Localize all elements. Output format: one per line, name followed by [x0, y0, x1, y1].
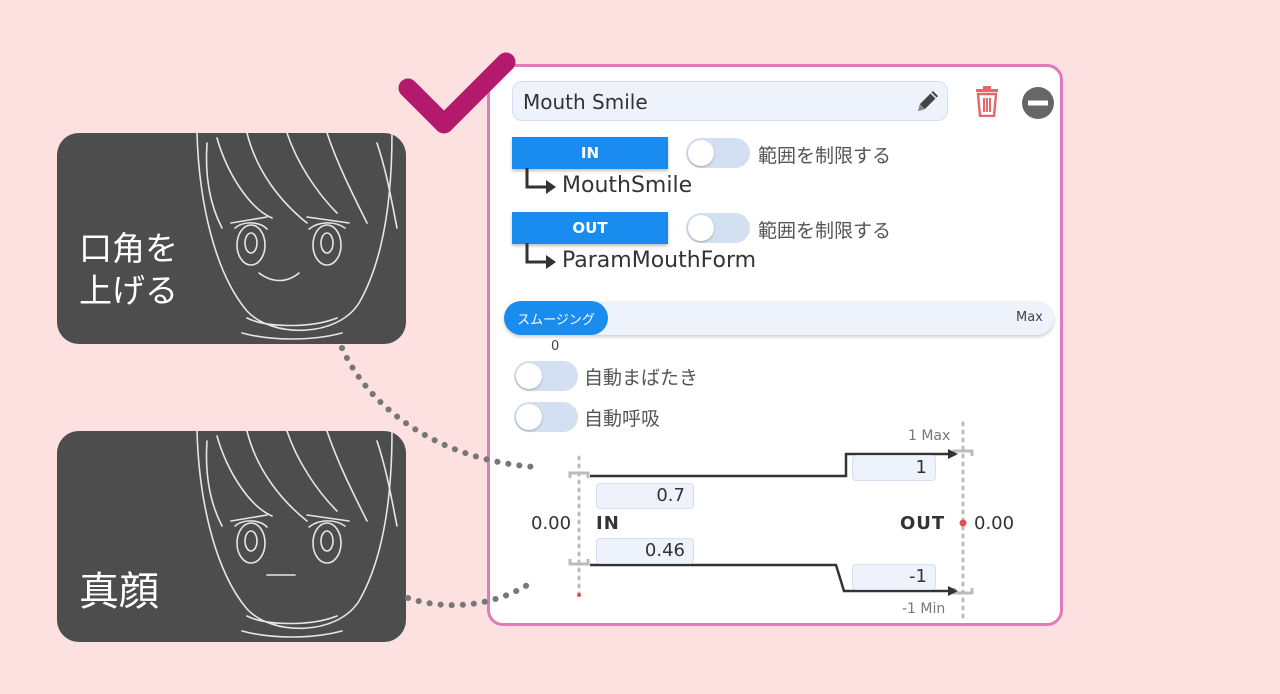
smiling-face-illustration: [196, 133, 398, 340]
out-lower-input[interactable]: -1: [852, 564, 936, 590]
out-upper-input[interactable]: 1: [852, 455, 936, 481]
in-upper-input[interactable]: 0.7: [596, 483, 694, 509]
in-lower-handle[interactable]: [568, 559, 590, 566]
trash-icon[interactable]: [974, 85, 1000, 117]
graph-out-label: OUT: [900, 513, 946, 534]
smile-label: 口角を 上げる: [79, 229, 178, 310]
auto-breath-label: 自動呼吸: [584, 408, 661, 430]
auto-blink-label: 自動まばたき: [584, 367, 699, 389]
out-min-label: -1 Min: [902, 601, 946, 617]
neutral-label: 真顔: [79, 569, 159, 615]
graph-in-label: IN: [596, 513, 620, 534]
out-tag: OUT: [512, 212, 668, 244]
parameter-panel: Mouth Smile IN 範囲を制限する MouthSmile OUT 範囲…: [487, 64, 1063, 626]
limit-range-toggle-in[interactable]: [686, 138, 750, 168]
out-value-indicator: [959, 519, 967, 527]
minus-circle-icon[interactable]: [1022, 87, 1054, 119]
lower-mapping-line: [590, 563, 950, 593]
in-current-value: 0.00: [531, 513, 572, 534]
in-lower-input[interactable]: 0.46: [596, 538, 694, 564]
mapping-graph: [568, 421, 974, 624]
parameter-name-field[interactable]: Mouth Smile: [512, 81, 948, 121]
neutral-face-card: 真顔: [57, 431, 406, 642]
in-tag: IN: [512, 137, 668, 169]
in-value-indicator: [577, 593, 581, 597]
smoothing-max-label: Max: [1016, 310, 1043, 325]
limit-range-toggle-out[interactable]: [686, 213, 750, 243]
auto-blink-toggle[interactable]: [514, 361, 578, 391]
limit-range-label-out: 範囲を制限する: [758, 220, 892, 242]
out-max-label: 1 Max: [908, 428, 951, 444]
upper-mapping-line: [590, 452, 950, 478]
elbow-arrow-icon: [525, 168, 556, 194]
smile-face-card: 口角を 上げる: [57, 133, 406, 344]
out-parameter-name: ParamMouthForm: [562, 248, 757, 273]
limit-range-label-in: 範囲を制限する: [758, 145, 892, 167]
smoothing-value: 0: [551, 339, 560, 354]
elbow-arrow-icon: [525, 243, 556, 269]
neutral-face-illustration: [196, 431, 398, 638]
pencil-icon[interactable]: [914, 87, 942, 115]
smoothing-slider-thumb[interactable]: スムージング: [504, 301, 608, 335]
in-upper-handle[interactable]: [568, 471, 590, 478]
in-parameter-name: MouthSmile: [562, 173, 693, 198]
out-current-value: 0.00: [974, 513, 1015, 534]
